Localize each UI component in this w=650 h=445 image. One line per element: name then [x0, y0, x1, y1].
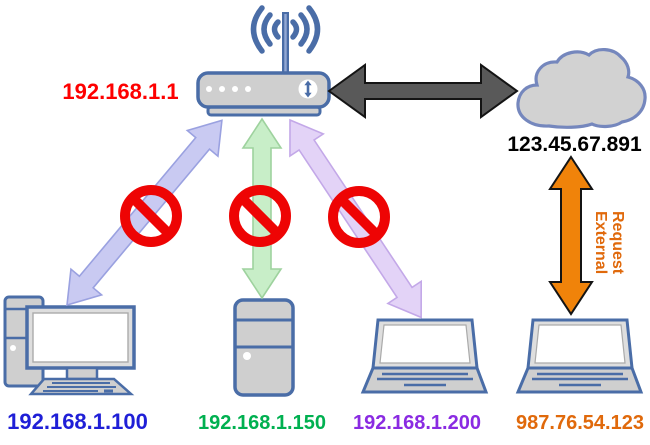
wifi-antenna-icon — [250, 5, 321, 76]
cloud-laptop-arrow — [548, 155, 594, 316]
router-ip-label: 192.168.1.1 — [62, 79, 179, 104]
external-request-word-1: External — [592, 211, 609, 275]
external-request-word-2: Request — [609, 211, 626, 275]
router-led-dots — [206, 86, 251, 92]
router-cloud-arrow — [327, 63, 519, 119]
external-request-label: External Request — [592, 200, 626, 286]
cloud-icon — [516, 48, 647, 129]
no-entry-icon — [120, 185, 182, 247]
server-ip-label: 192.168.1.150 — [198, 412, 326, 434]
no-entry-icon — [328, 186, 390, 248]
router-updown-icon — [298, 79, 318, 99]
router-icon — [196, 5, 331, 117]
server-icon — [233, 298, 295, 397]
external-laptop-icon — [515, 318, 644, 394]
desktop-ip-label: 192.168.1.100 — [7, 409, 148, 434]
desktop-pc-icon — [3, 295, 136, 396]
external-ip-label: 987.76.54.123 — [516, 412, 644, 434]
internet-ip-label: 123.45.67.891 — [507, 133, 642, 156]
server-router-arrow — [241, 117, 283, 300]
laptop-ip-label: 192.168.1.200 — [353, 412, 481, 434]
no-entry-icon — [229, 185, 291, 247]
laptop-icon — [360, 318, 489, 394]
